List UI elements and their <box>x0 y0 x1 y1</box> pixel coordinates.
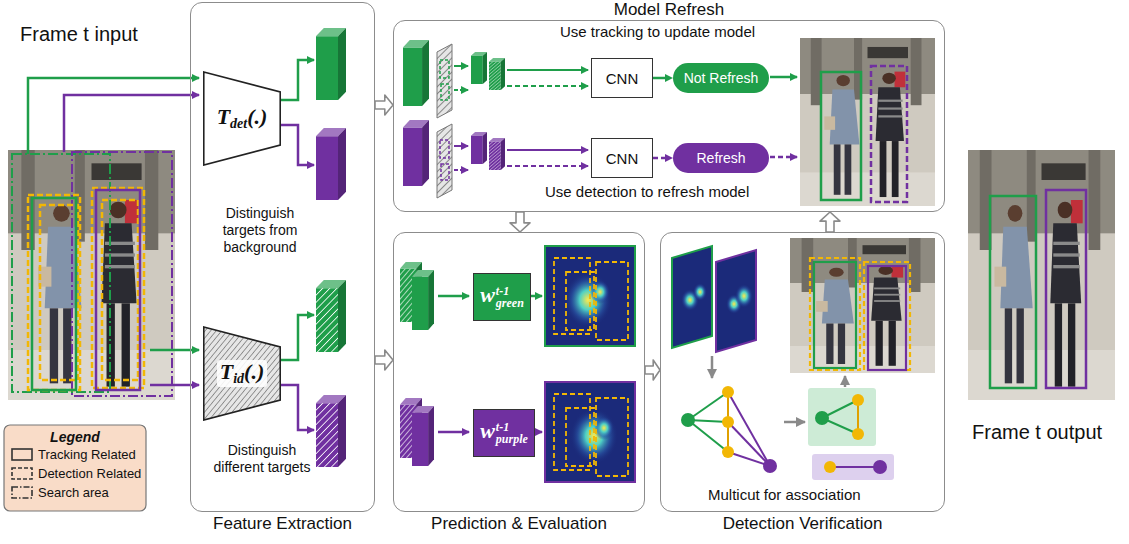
connector <box>510 212 530 232</box>
cnn-box: CNN <box>591 58 653 98</box>
symbol-args: (.) <box>244 359 264 384</box>
panel-title: Feature Extraction <box>191 514 374 534</box>
encoder-trapezoid: Tid(.) <box>203 326 281 421</box>
text-label: Use tracking to update model <box>560 23 755 41</box>
symbol-args: (.) <box>247 104 267 129</box>
legend-text: Tracking Related <box>38 447 136 462</box>
text-label: Legend <box>4 429 146 446</box>
superscript: t-1 <box>496 285 524 298</box>
text-label: Distinguish different targets <box>212 442 312 476</box>
pill-label: Refresh <box>696 150 745 166</box>
pill-label: Not Refresh <box>684 70 759 86</box>
text-label: Multicut for association <box>708 486 861 504</box>
subscript: green <box>496 297 524 310</box>
symbol: w <box>480 282 495 307</box>
text-label: Use detection to refresh model <box>545 183 749 201</box>
script-stack: t-1green <box>496 285 524 310</box>
subscript: det <box>230 116 247 131</box>
legend-text: Search area <box>38 485 109 500</box>
connector <box>653 154 673 162</box>
filter-box: wt-1green <box>473 273 531 321</box>
decision-pill: Not Refresh <box>673 63 769 93</box>
cnn-box: CNN <box>591 138 653 178</box>
panel-title: Model Refresh <box>394 0 944 20</box>
subscript: purple <box>496 433 528 446</box>
filter-box: wt-1purple <box>473 409 535 457</box>
legend-text: Detection Related <box>38 466 141 481</box>
panel: Feature ExtractionTdet(.)Tid(.) <box>190 2 375 512</box>
connector <box>375 350 393 370</box>
script-stack: t-1purple <box>496 421 528 446</box>
decision-pill: Refresh <box>673 143 769 173</box>
subscript: id <box>233 371 244 386</box>
math-label: Tdet(.) <box>217 106 268 132</box>
connector <box>653 74 673 82</box>
box-label: CNN <box>606 70 639 87</box>
connector <box>375 95 393 115</box>
text-label: Frame t output <box>972 420 1102 444</box>
symbol: w <box>480 418 495 443</box>
superscript: t-1 <box>496 421 528 434</box>
panel: Detection Verification <box>660 232 945 512</box>
panel-title: Prediction & Evaluation <box>394 514 644 534</box>
math-label: Tid(.) <box>217 360 268 388</box>
panel: Prediction & Evaluationwt-1greenwt-1purp… <box>393 232 645 512</box>
encoder-trapezoid: Tdet(.) <box>203 71 281 166</box>
symbol: T <box>217 104 230 129</box>
math-label: wt-1purple <box>480 420 528 446</box>
symbol: T <box>220 359 233 384</box>
connector <box>645 360 660 380</box>
math-label: wt-1green <box>480 284 524 310</box>
text-label: Distinguish targets from background <box>210 205 310 255</box>
box-label: CNN <box>606 150 639 167</box>
connector <box>820 212 840 232</box>
text-label: Frame t input <box>20 22 138 46</box>
panel-title: Detection Verification <box>661 514 944 534</box>
